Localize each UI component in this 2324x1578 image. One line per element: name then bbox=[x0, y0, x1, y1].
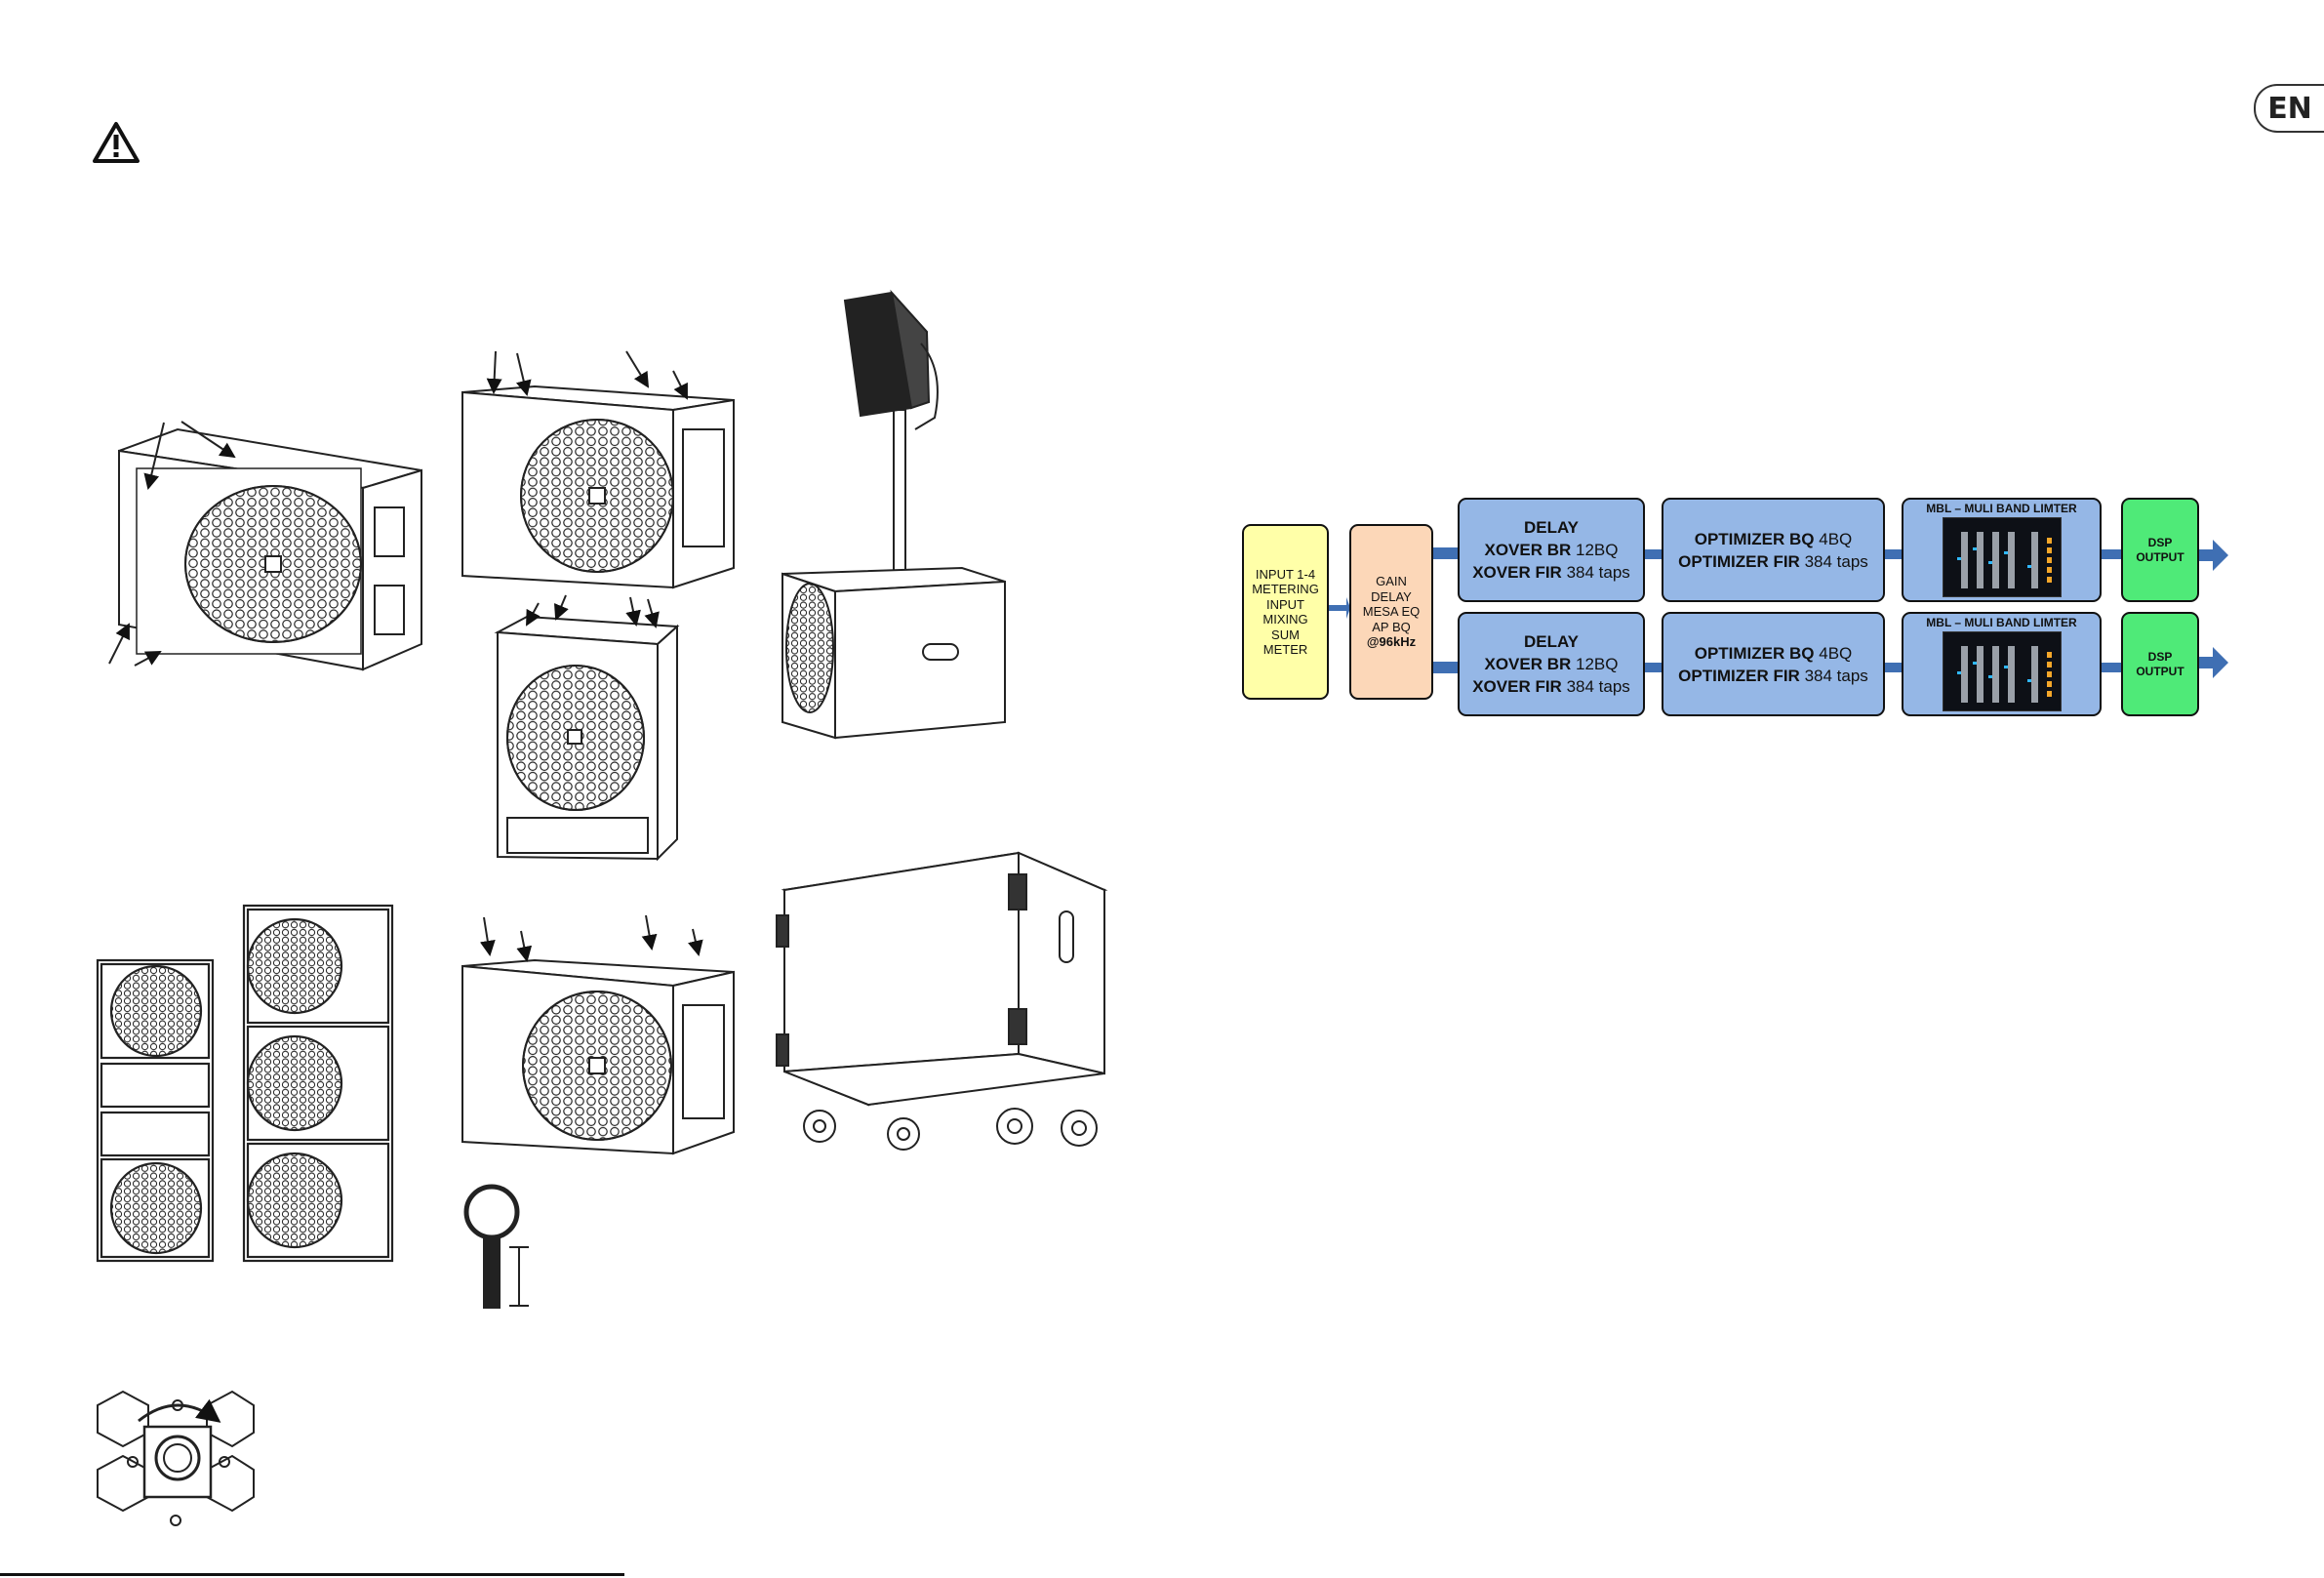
subwoofer-illustration-3 bbox=[494, 594, 680, 862]
optimizer-bq-label: OPTIMIZER BQ bbox=[1694, 529, 1815, 548]
delay-block-1: DELAY XOVER BR 12BQ XOVER FIR 384 taps bbox=[1458, 498, 1645, 602]
optimizer-bq-value: 4BQ bbox=[1819, 529, 1853, 548]
optimizer-block-2: OPTIMIZER BQ 4BQ OPTIMIZER FIR 384 taps bbox=[1662, 612, 1885, 716]
optimizer-block-1: OPTIMIZER BQ 4BQ OPTIMIZER FIR 384 taps bbox=[1662, 498, 1885, 602]
subwoofer-eyebolts-illustration bbox=[461, 914, 735, 1309]
dsp-output-block-1: DSP OUTPUT bbox=[2121, 498, 2199, 602]
optimizer-bq-label: OPTIMIZER BQ bbox=[1694, 643, 1815, 663]
mbl-block-2: MBL – MULI BAND LIMTER bbox=[1902, 612, 2102, 716]
input-line-5: SUM bbox=[1271, 627, 1300, 642]
optimizer-fir-label: OPTIMIZER FIR bbox=[1678, 666, 1800, 685]
delay-title: DELAY bbox=[1523, 632, 1580, 651]
input-line-4: MIXING bbox=[1262, 612, 1308, 627]
gain-line-5: @96kHz bbox=[1366, 634, 1417, 650]
xover-br-label: XOVER BR bbox=[1484, 541, 1572, 559]
input-line-6: METER bbox=[1262, 642, 1308, 657]
grille-logo-detail-illustration bbox=[97, 1390, 255, 1526]
optimizer-fir-value: 384 taps bbox=[1804, 551, 1868, 571]
delay-title: DELAY bbox=[1523, 518, 1580, 537]
xover-br-value: 12BQ bbox=[1576, 655, 1619, 673]
xover-br-value: 12BQ bbox=[1576, 541, 1619, 559]
input-line-2: METERING bbox=[1252, 582, 1319, 596]
dsp-output-line-2: OUTPUT bbox=[2136, 664, 2184, 678]
stacked-subwoofers-illustration bbox=[96, 904, 394, 1263]
footer-divider bbox=[0, 1573, 624, 1576]
optimizer-fir-value: 384 taps bbox=[1804, 666, 1868, 685]
optimizer-fir-label: OPTIMIZER FIR bbox=[1678, 551, 1800, 571]
xover-fir-label: XOVER FIR bbox=[1472, 677, 1562, 696]
dsp-output-line-1: DSP bbox=[2147, 649, 2173, 664]
mbl-screen-thumbnail bbox=[1942, 631, 2062, 711]
input-line-3: INPUT bbox=[1266, 596, 1304, 612]
dsp-output-block-2: DSP OUTPUT bbox=[2121, 612, 2199, 716]
product-illustrations bbox=[96, 289, 1108, 1526]
subwoofer-illustration-2 bbox=[461, 350, 735, 589]
delay-block-2: DELAY XOVER BR 12BQ XOVER FIR 384 taps bbox=[1458, 612, 1645, 716]
input-metering-block: INPUT 1-4 METERING INPUT MIXING SUM METE… bbox=[1242, 524, 1329, 700]
mbl-screen-thumbnail bbox=[1942, 517, 2062, 597]
gain-line-2: DELAY bbox=[1371, 588, 1412, 604]
dsp-output-line-1: DSP bbox=[2147, 535, 2173, 549]
warning-triangle-icon bbox=[93, 122, 140, 163]
xover-fir-label: XOVER FIR bbox=[1472, 563, 1562, 582]
mbl-title: MBL – MULI BAND LIMTER bbox=[1926, 502, 2077, 515]
mbl-block-1: MBL – MULI BAND LIMTER bbox=[1902, 498, 2102, 602]
xover-fir-value: 384 taps bbox=[1566, 563, 1630, 582]
gain-delay-block: GAIN DELAY MESA EQ AP BQ @96kHz bbox=[1349, 524, 1433, 700]
xover-br-label: XOVER BR bbox=[1484, 655, 1572, 673]
gain-line-4: AP BQ bbox=[1372, 619, 1411, 634]
xover-fir-value: 384 taps bbox=[1566, 677, 1630, 696]
language-tab: EN bbox=[2254, 84, 2324, 133]
subwoofer-casters-illustration bbox=[776, 851, 1108, 1151]
dsp-output-line-2: OUTPUT bbox=[2136, 549, 2184, 564]
gain-line-1: GAIN bbox=[1376, 574, 1407, 589]
pole-mount-illustration bbox=[781, 289, 1006, 740]
mbl-title: MBL – MULI BAND LIMTER bbox=[1926, 616, 2077, 629]
input-line-1: INPUT 1-4 bbox=[1255, 566, 1316, 582]
gain-line-3: MESA EQ bbox=[1362, 604, 1421, 620]
optimizer-bq-value: 4BQ bbox=[1819, 643, 1853, 663]
subwoofer-illustration-1 bbox=[108, 421, 422, 671]
